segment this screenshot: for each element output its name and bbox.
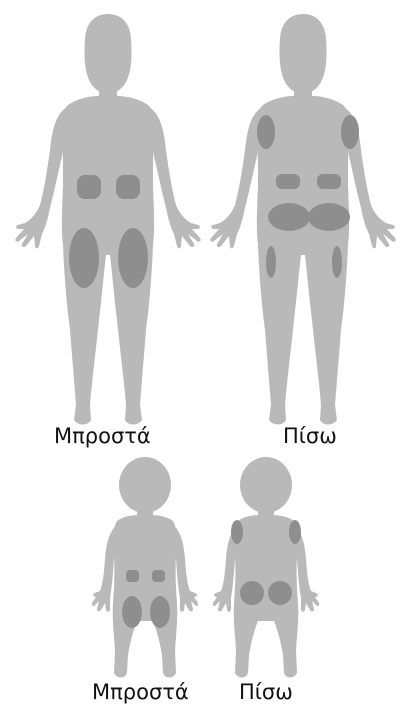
child-front-figure: [92, 457, 198, 678]
zone-child-upper-arm-right: [289, 520, 301, 544]
child-back-figure: [213, 457, 319, 678]
zone-abdomen-right: [116, 175, 140, 199]
zone-thigh-back-right: [332, 246, 342, 278]
adult-front-label: Μπροστά: [54, 424, 151, 448]
zone-upper-arm-right: [341, 115, 359, 149]
zone-lower-back-right: [317, 174, 341, 189]
zone-lower-back-left: [276, 174, 300, 189]
zone-buttock-left: [268, 203, 310, 231]
child-back-label: Πίσω: [239, 680, 293, 704]
zone-thigh-right: [118, 228, 148, 288]
zone-upper-arm-left: [257, 115, 275, 149]
zone-thigh-back-left: [266, 246, 276, 278]
zone-child-abdomen-left: [126, 570, 139, 582]
zone-child-thigh-left: [122, 596, 142, 628]
zone-child-buttock-left: [240, 581, 264, 605]
zone-child-upper-arm-left: [231, 520, 243, 544]
zone-buttock-right: [308, 203, 350, 231]
adult-front-figure: [15, 14, 200, 425]
zone-child-buttock-right: [268, 581, 292, 605]
zone-child-abdomen-right: [152, 570, 165, 582]
zone-thigh-left: [69, 228, 99, 288]
zone-abdomen-left: [77, 175, 101, 199]
adult-back-label: Πίσω: [283, 424, 337, 448]
child-front-label: Μπροστά: [92, 680, 189, 704]
zone-child-thigh-right: [150, 596, 170, 628]
